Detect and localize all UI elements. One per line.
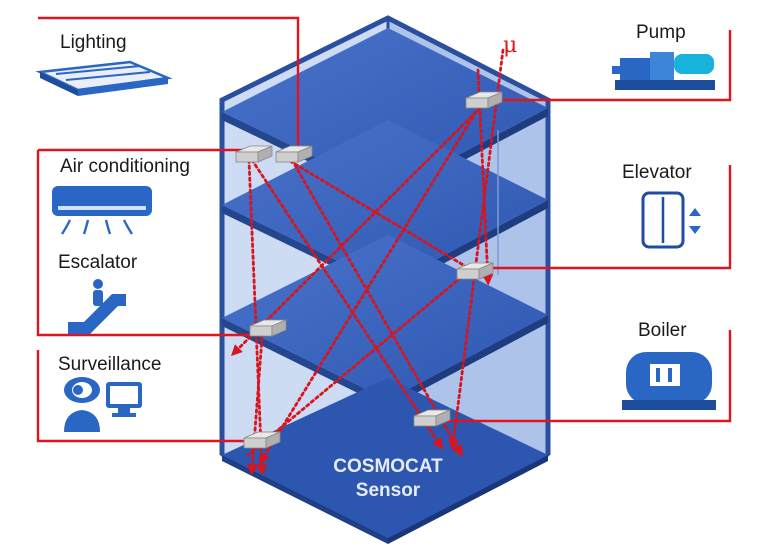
- floor-2-edge-right: [388, 315, 548, 408]
- muon-ray: [246, 268, 472, 457]
- floor-1-edge-left: [222, 455, 388, 544]
- label-surveillance: Surveillance: [58, 354, 162, 375]
- label-escalator: Escalator: [58, 252, 138, 273]
- detector-box: [456, 262, 494, 280]
- label-air-conditioning: Air conditioning: [60, 156, 190, 177]
- muon-ray: [283, 156, 485, 278]
- escalator-icon: [68, 279, 126, 334]
- floor-2-edge-left: [222, 318, 388, 408]
- muon-symbol: μ: [503, 33, 517, 58]
- label-elevator: Elevator: [622, 162, 692, 183]
- connector-lighting: [38, 16, 300, 152]
- surveillance-icon: [64, 377, 142, 432]
- muon-ray: [259, 110, 478, 465]
- detector-box: [249, 319, 287, 337]
- label-pump: Pump: [636, 22, 686, 43]
- detector-box: [235, 145, 273, 163]
- muon-ray: [231, 106, 482, 356]
- brand-line-2: Sensor: [356, 480, 421, 501]
- air-conditioner-icon: [52, 186, 152, 235]
- brand-line-1: COSMOCAT: [333, 456, 443, 477]
- muon-ray: [290, 158, 463, 457]
- lighting-icon: [35, 60, 173, 96]
- muon-ray: [247, 158, 268, 476]
- connectors: [36, 16, 732, 443]
- elevator-icon: [641, 191, 701, 249]
- detector-box: [413, 409, 451, 427]
- detector-box: [275, 145, 313, 163]
- muon-ray: [448, 48, 505, 451]
- connector-elevator: [488, 165, 732, 270]
- pump-icon: [612, 52, 715, 90]
- label-lighting: Lighting: [60, 32, 127, 53]
- floor-1-edge-right: [388, 455, 548, 544]
- detector-box: [243, 431, 281, 449]
- detectors: [235, 91, 503, 449]
- connector-boiler: [432, 330, 732, 423]
- label-boiler: Boiler: [638, 320, 687, 341]
- connector-surveillance: [36, 350, 262, 443]
- floor-1: [222, 378, 548, 538]
- boiler-icon: [622, 352, 716, 410]
- connector-escalator: [36, 150, 262, 337]
- detector-box: [465, 91, 503, 109]
- muon-ray: [250, 158, 444, 450]
- connector-pump: [500, 30, 732, 102]
